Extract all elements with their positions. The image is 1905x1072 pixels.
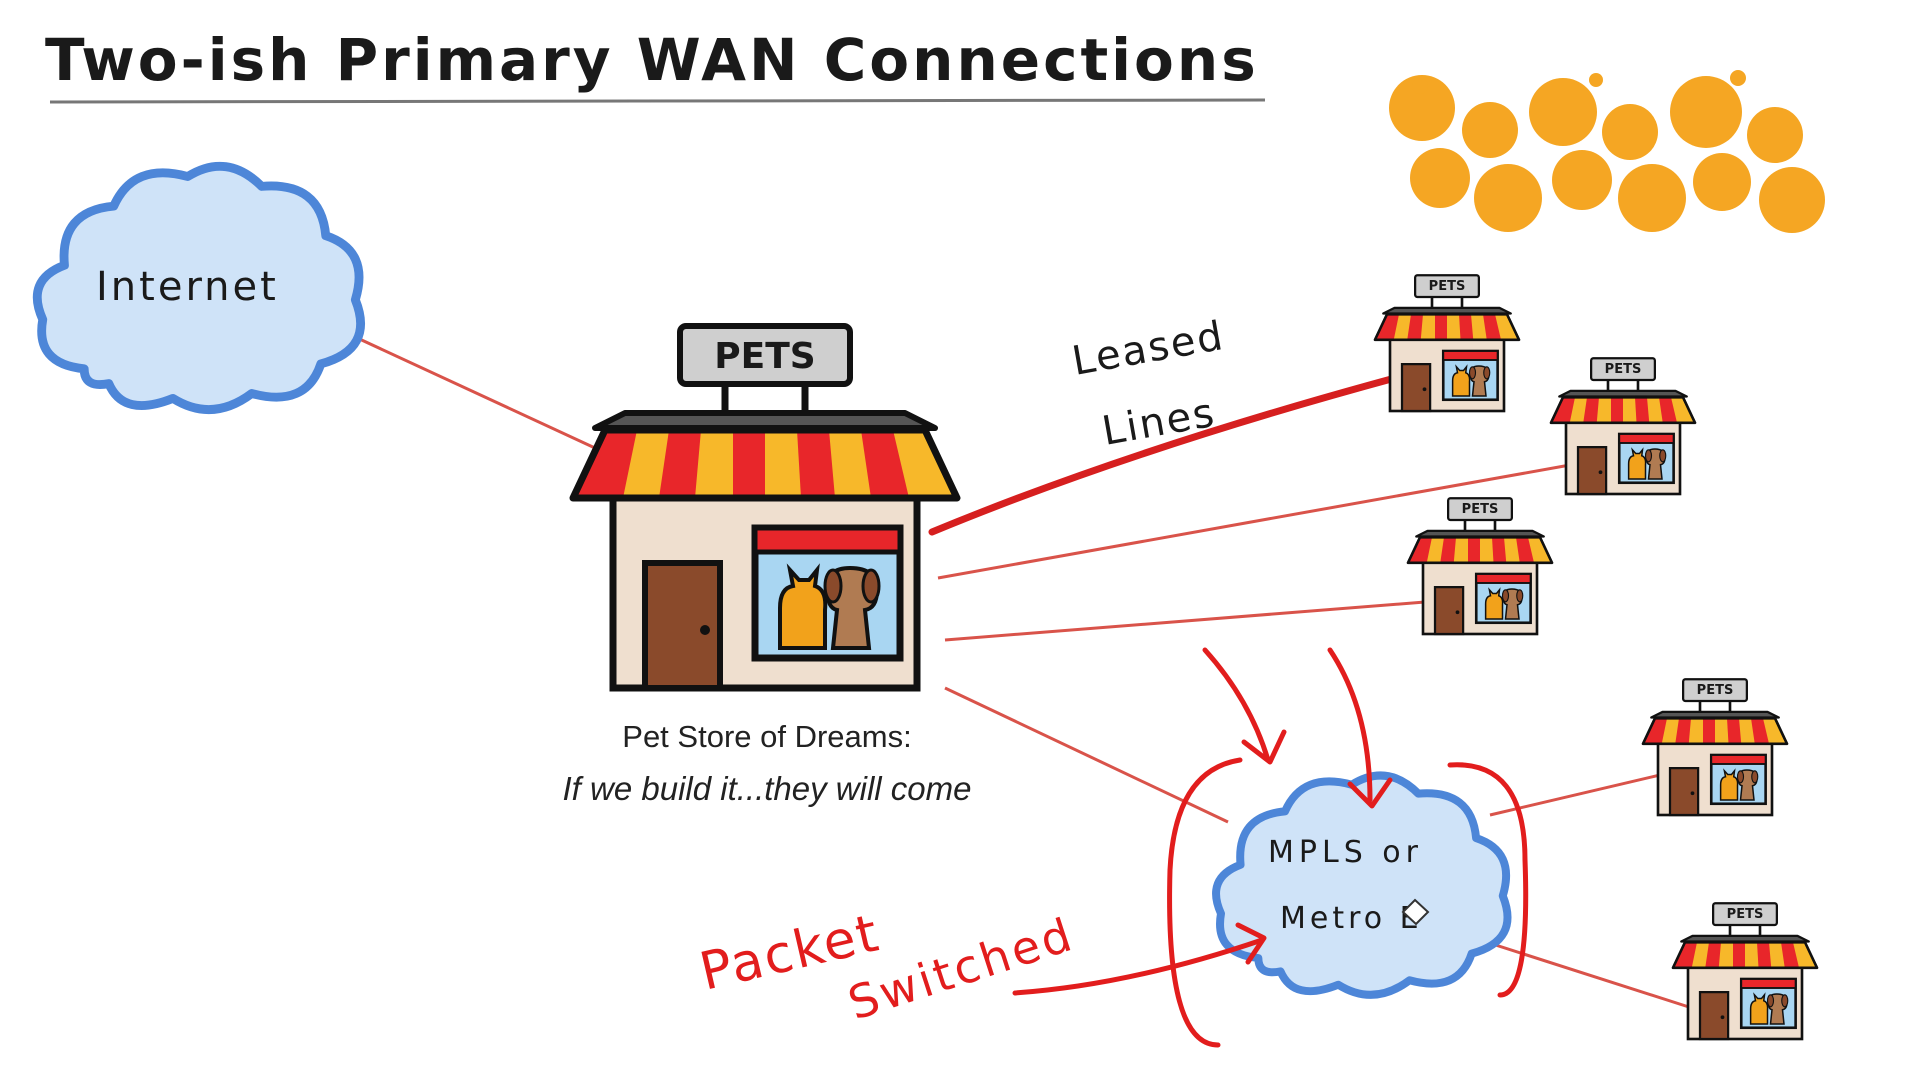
title-underline <box>49 98 1266 104</box>
main-store-sign: PETS <box>714 336 815 377</box>
main-pet-store: PETS <box>573 326 957 688</box>
internet-cloud: Internet <box>37 166 360 409</box>
diagram-title: Two-ish Primary WAN Connections <box>45 26 1259 94</box>
mpls-label-line1: MPLS or <box>1268 835 1423 870</box>
branch-store-sign: PETS <box>1462 502 1499 517</box>
arrow-2-icon <box>1327 647 1393 809</box>
mpls-cloud: MPLS or Metro E <box>1216 775 1507 994</box>
internet-label: Internet <box>96 264 279 310</box>
pen-cursor-icon <box>1401 898 1430 926</box>
switched-label: Switched <box>842 907 1081 1031</box>
arrow-3-icon <box>1012 922 1267 996</box>
main-store-tagline: If we build it...they will come <box>563 770 972 807</box>
link-main-mpls <box>944 686 1229 824</box>
mpls-label-line2: Metro E <box>1280 901 1423 936</box>
branch-store-4: PETS <box>1641 677 1789 817</box>
bracket-left <box>1167 757 1243 1048</box>
arrow-1-icon <box>1202 647 1287 765</box>
leased-line-link <box>928 374 1399 536</box>
link-main-branch-2 <box>937 463 1571 580</box>
branch-store-1: PETS <box>1373 273 1521 413</box>
branch-store-sign: PETS <box>1697 683 1734 698</box>
connections <box>339 328 1693 1010</box>
bracket-right <box>1447 762 1529 998</box>
branch-store-sign: PETS <box>1727 907 1764 922</box>
branch-store-sign: PETS <box>1429 279 1466 294</box>
leased-lines-label-1: Leased <box>1069 313 1228 385</box>
sun-decoration-icon <box>1389 70 1825 233</box>
leased-lines-label-2: Lines <box>1099 390 1219 455</box>
link-internet-main <box>339 328 596 450</box>
branch-store-3: PETS <box>1406 496 1554 636</box>
link-mpls-branch-5 <box>1479 938 1693 1010</box>
branch-store-2: PETS <box>1549 356 1697 496</box>
main-store-caption: Pet Store of Dreams: <box>622 719 911 754</box>
link-main-branch-3 <box>944 600 1426 642</box>
packet-switched-annotation <box>1012 647 1529 1048</box>
branch-store-5: PETS <box>1671 901 1819 1041</box>
branch-store-sign: PETS <box>1605 362 1642 377</box>
